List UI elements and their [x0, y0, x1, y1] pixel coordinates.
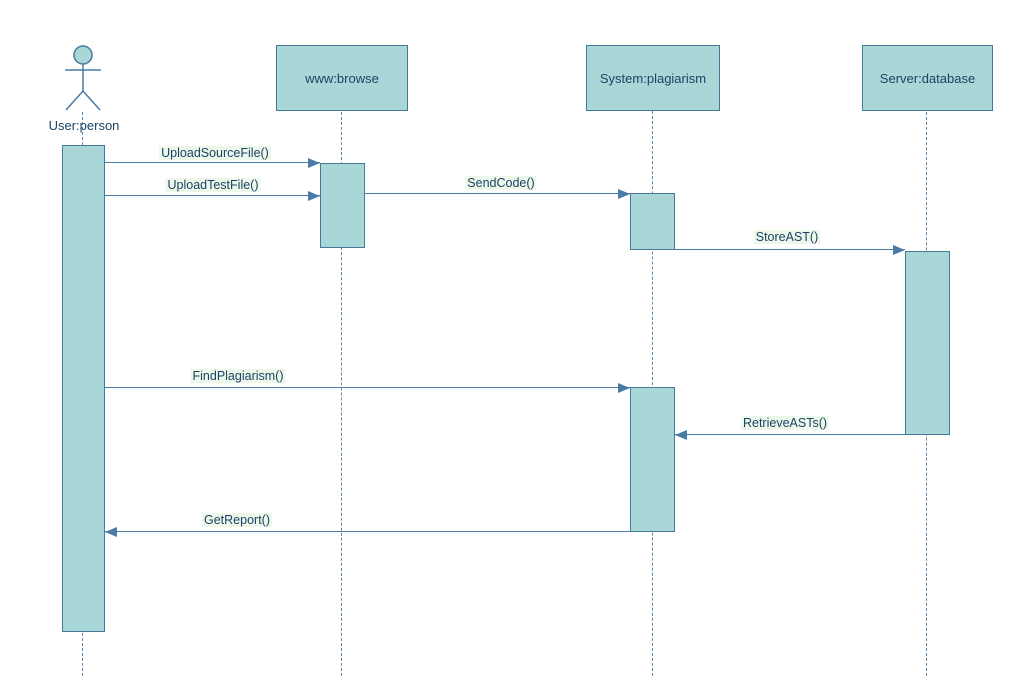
activation-www-browse [320, 163, 365, 248]
arrowhead-left-icon [105, 527, 117, 537]
arrowhead-right-icon [618, 383, 630, 393]
message-label: GetReport() [202, 513, 272, 527]
activation-user [62, 145, 105, 632]
arrowhead-right-icon [308, 191, 320, 201]
participant-box-www-browse: www:browse [276, 45, 408, 111]
message-label: FindPlagiarism() [190, 369, 286, 383]
participant-label-user: User:person [48, 118, 120, 133]
participant-label-server-database: Server:database [879, 70, 976, 86]
arrowhead-right-icon [618, 189, 630, 199]
message-label: StoreAST() [753, 230, 821, 244]
participant-label-www-browse: www:browse [305, 70, 379, 86]
message-line [105, 531, 630, 532]
arrowhead-right-icon [893, 245, 905, 255]
actor-figure-user [65, 45, 101, 111]
lifeline-www-browse [341, 112, 342, 676]
message-line [365, 193, 630, 194]
participant-box-server-database: Server:database [862, 45, 993, 111]
message-line [675, 249, 905, 250]
arrowhead-left-icon [675, 430, 687, 440]
message-label: RetrieveASTs() [740, 416, 830, 430]
message-line [105, 162, 320, 163]
participant-box-system-plagiarism: System:plagiarism [586, 45, 720, 111]
message-line [105, 195, 320, 196]
message-line [105, 387, 630, 388]
message-label: UploadSourceFile() [159, 146, 271, 160]
activation-server-database [905, 251, 950, 435]
arrowhead-right-icon [308, 158, 320, 168]
message-label: SendCode() [465, 176, 537, 190]
activation-system-plagiarism-2 [630, 387, 675, 532]
activation-system-plagiarism-1 [630, 193, 675, 250]
message-line [675, 434, 905, 435]
participant-label-system-plagiarism: System:plagiarism [599, 70, 707, 86]
message-label: UploadTestFile() [165, 178, 261, 192]
